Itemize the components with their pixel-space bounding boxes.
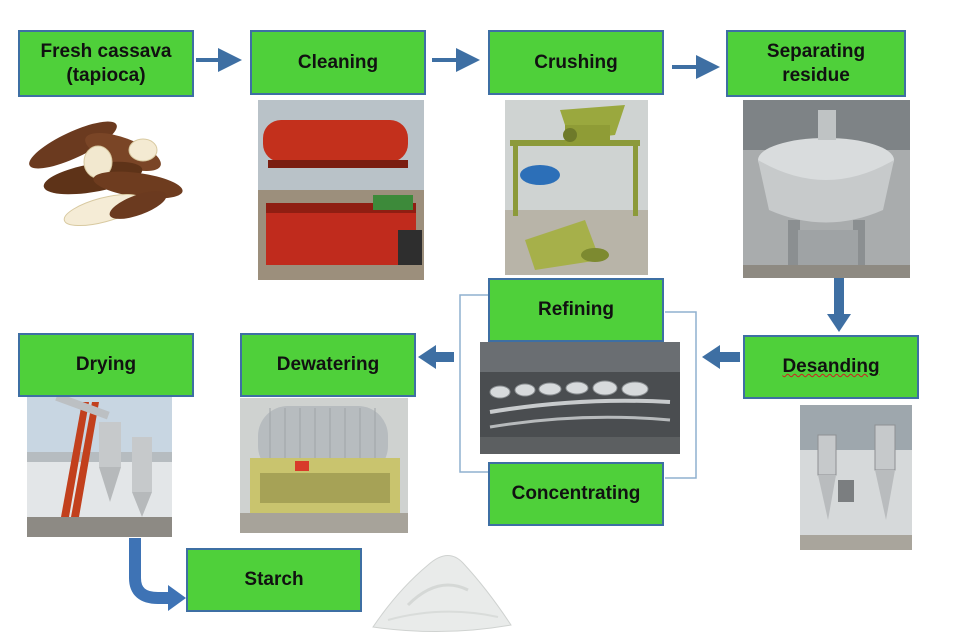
step-drying: Drying bbox=[18, 333, 194, 397]
arrow-drying-to-starch bbox=[129, 538, 186, 611]
cleaning-machine-image bbox=[258, 100, 424, 280]
step-separating-residue: Separating residue bbox=[726, 30, 906, 97]
step-label: Drying bbox=[75, 354, 137, 376]
arrow-separating-to-desanding bbox=[827, 278, 851, 332]
step-dewatering: Dewatering bbox=[240, 333, 416, 397]
step-desanding: Desanding bbox=[743, 335, 919, 399]
step-starch: Starch bbox=[186, 548, 362, 612]
desanding-cyclone-image bbox=[800, 405, 912, 550]
step-crushing: Crushing bbox=[488, 30, 664, 95]
cassava-roots-image bbox=[29, 121, 183, 227]
step-label: Cleaning bbox=[297, 51, 379, 73]
arrow-desanding-to-refining bbox=[702, 345, 740, 369]
arrow-refining-to-dewatering bbox=[418, 345, 454, 369]
step-label: Starch bbox=[244, 569, 304, 591]
step-concentrating: Concentrating bbox=[488, 462, 664, 526]
step-label: Separating residue bbox=[766, 40, 866, 86]
refining-machines-image bbox=[480, 342, 680, 454]
flash-dryer-image bbox=[27, 397, 172, 537]
step-cleaning: Cleaning bbox=[250, 30, 426, 95]
crushing-machine-image bbox=[505, 100, 648, 275]
step-label: Fresh cassava (tapioca) bbox=[40, 40, 172, 86]
step-fresh-cassava: Fresh cassava (tapioca) bbox=[18, 30, 194, 97]
step-label: Refining bbox=[538, 299, 614, 321]
step-label: Concentrating bbox=[511, 483, 641, 505]
step-label: Desanding bbox=[782, 356, 880, 378]
step-refining: Refining bbox=[488, 278, 664, 342]
step-label: Crushing bbox=[534, 51, 618, 73]
step-label: Dewatering bbox=[276, 354, 380, 376]
vacuum-filter-image bbox=[240, 398, 408, 533]
starch-pile-image bbox=[372, 555, 512, 633]
centrifugal-sieve-image bbox=[743, 100, 910, 278]
